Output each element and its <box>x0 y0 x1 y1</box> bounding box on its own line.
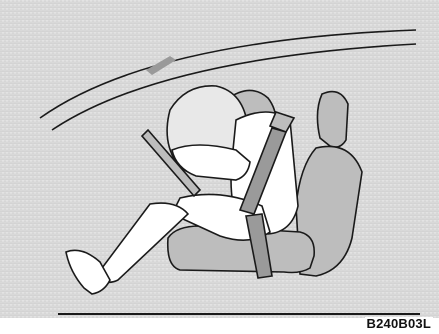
headrest <box>317 92 348 148</box>
figure-code: B240B03L <box>365 317 433 331</box>
